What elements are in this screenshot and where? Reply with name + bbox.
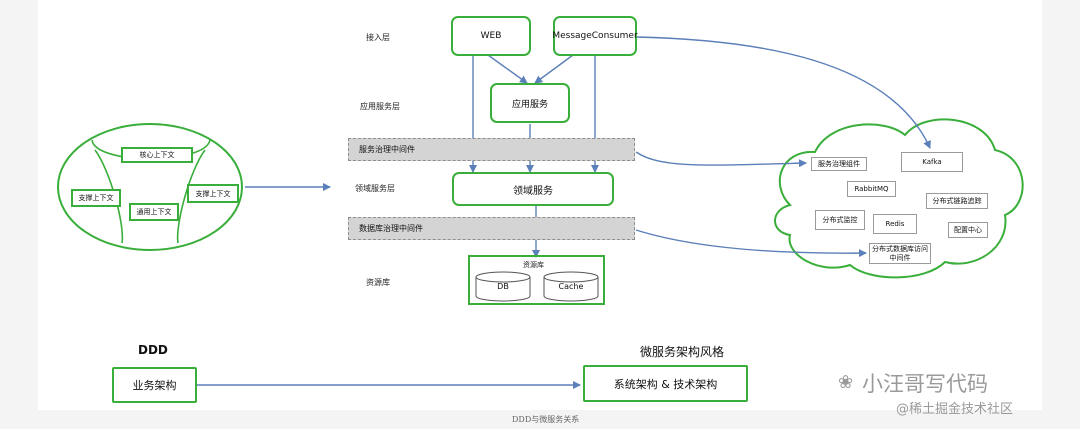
redis-box: Redis [873, 214, 917, 234]
support-context-right-box: 支撑上下文 [187, 184, 239, 203]
distributed-monitoring-box: 分布式监控 [815, 210, 865, 230]
db-cylinder [475, 271, 531, 302]
figure-caption: DDD与微服务关系 [512, 415, 580, 424]
bounded-context-map [57, 123, 243, 251]
support-right-region [176, 149, 206, 244]
rabbitmq-box: RabbitMQ [847, 181, 896, 197]
db-label: DB [497, 282, 509, 291]
layer-repository-label: 资源库 [366, 278, 390, 287]
domain-service-box: 领域服务 [452, 172, 614, 206]
watermark-line1: 小汪哥写代码 [862, 372, 988, 396]
service-governance-middleware: 服务治理中间件 [348, 138, 635, 161]
watermark-icon: ❀ [838, 372, 854, 393]
system-tech-arch-box: 系统架构 & 技术架构 [583, 365, 748, 402]
distributed-db-middleware-box: 分布式数据库访问中间件 [869, 243, 931, 264]
distributed-tracing-box: 分布式链路追踪 [926, 193, 988, 209]
core-context-box: 核心上下文 [121, 147, 193, 163]
ddd-title: DDD [138, 343, 168, 357]
microservice-title: 微服务架构风格 [640, 345, 725, 359]
repository-group [468, 255, 605, 305]
cache-cylinder [543, 271, 599, 302]
watermark-line2: @稀土掘金技术社区 [896, 402, 1014, 417]
layer-application-label: 应用服务层 [360, 102, 400, 111]
app-service-box: 应用服务 [490, 83, 570, 123]
web-box: WEB [451, 16, 531, 56]
generic-context-box: 通用上下文 [129, 203, 179, 221]
layer-domain-label: 领域服务层 [355, 184, 395, 193]
repository-title: 资源库 [523, 261, 544, 269]
message-consumer-box: MessageConsumer [552, 16, 638, 56]
config-center-box: 配置中心 [948, 222, 988, 238]
support-context-left-box: 支撑上下文 [71, 189, 121, 207]
service-governance-component: 服务治理组件 [811, 157, 867, 171]
business-arch-box: 业务架构 [112, 367, 197, 403]
cache-label: Cache [558, 282, 584, 291]
kafka-box: Kafka [901, 152, 963, 172]
db-governance-middleware: 数据库治理中间件 [348, 217, 635, 240]
layer-access-label: 接入层 [366, 33, 390, 42]
